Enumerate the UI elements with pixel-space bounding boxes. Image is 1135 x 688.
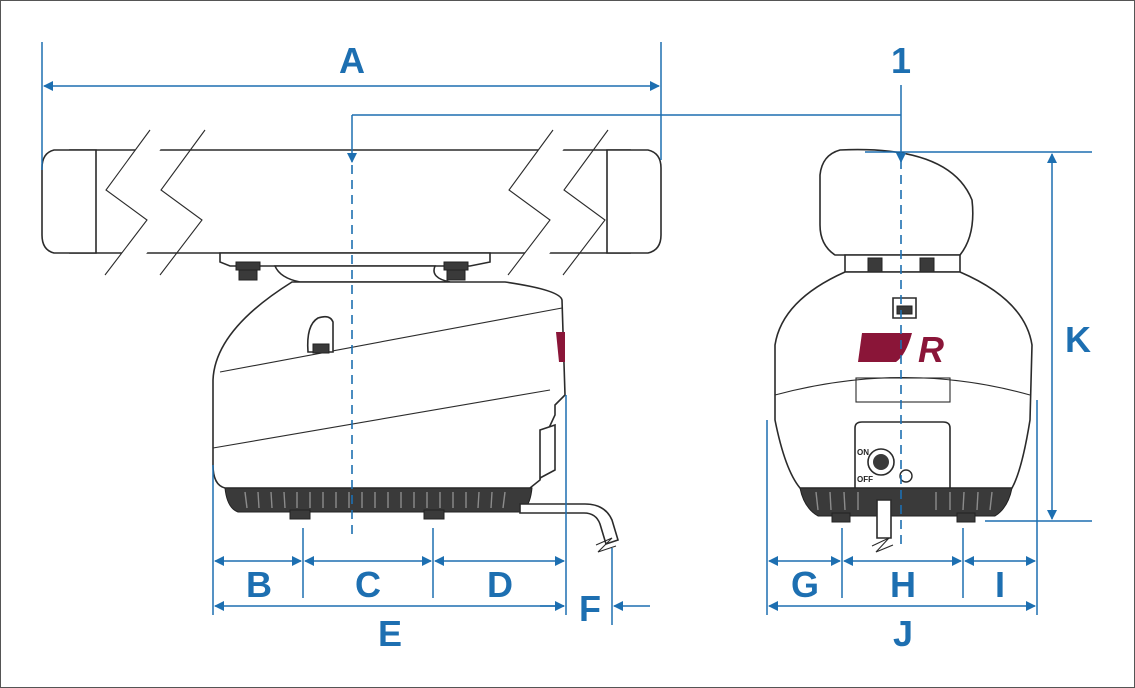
bolt-left [235, 261, 261, 281]
pedestal-body [212, 281, 566, 489]
front-logo-letter: R [918, 329, 944, 370]
label-h: H [890, 564, 916, 605]
side-foot-right [423, 509, 445, 520]
break-mark-right [508, 130, 578, 275]
switch-off-label: OFF [857, 475, 873, 484]
side-view [41, 129, 662, 553]
pedestal-neck [273, 265, 451, 283]
front-cable [876, 499, 892, 539]
break-line-right-1 [507, 129, 554, 276]
label-d: D [487, 564, 513, 605]
front-view: R ON OFF [774, 148, 1033, 553]
dimension-lines [41, 42, 1092, 625]
label-c: C [355, 564, 381, 605]
indicator-led [899, 469, 913, 483]
front-mount-plate [844, 254, 961, 273]
side-logo-mark [556, 332, 565, 362]
front-foot-left [831, 512, 851, 523]
switch-on-label: ON [857, 448, 869, 457]
break-line-left-1 [104, 129, 151, 276]
dimension-labels: A 1 B C D E F G H I J K [246, 40, 1091, 654]
body-seam-upper [219, 307, 563, 373]
antenna-right-cap [606, 149, 662, 254]
label-1: 1 [891, 40, 911, 81]
side-latch-pin [312, 343, 330, 354]
front-recess [855, 377, 951, 403]
front-latch-pin [896, 305, 913, 315]
side-cable [519, 503, 619, 546]
label-a: A [339, 40, 365, 81]
front-antenna-head [819, 148, 974, 256]
label-b: B [246, 564, 272, 605]
cable-break-side [595, 537, 617, 553]
side-foot-left [289, 509, 311, 520]
cable-break-front [871, 537, 894, 553]
side-latch [306, 315, 334, 353]
front-logo-stripe [858, 333, 912, 362]
break-line-left-2 [159, 129, 206, 276]
break-line-right-2 [562, 129, 609, 276]
label-k: K [1065, 319, 1091, 360]
bolt-right [443, 261, 469, 281]
label-g: G [791, 564, 819, 605]
rear-connector [539, 423, 556, 480]
front-foot-right [956, 512, 976, 523]
break-mark-left [105, 130, 175, 275]
label-j: J [893, 613, 913, 654]
front-base-ribs [815, 491, 993, 511]
label-f: F [579, 588, 601, 629]
power-switch-knob [873, 454, 889, 470]
label-e: E [378, 613, 402, 654]
label-i: I [995, 564, 1005, 605]
side-base-ribs [244, 491, 506, 509]
body-seam-lower [212, 389, 551, 449]
antenna-bracket [219, 252, 491, 267]
front-ribbed-base [799, 487, 1013, 517]
antenna-left-cap [41, 149, 97, 254]
